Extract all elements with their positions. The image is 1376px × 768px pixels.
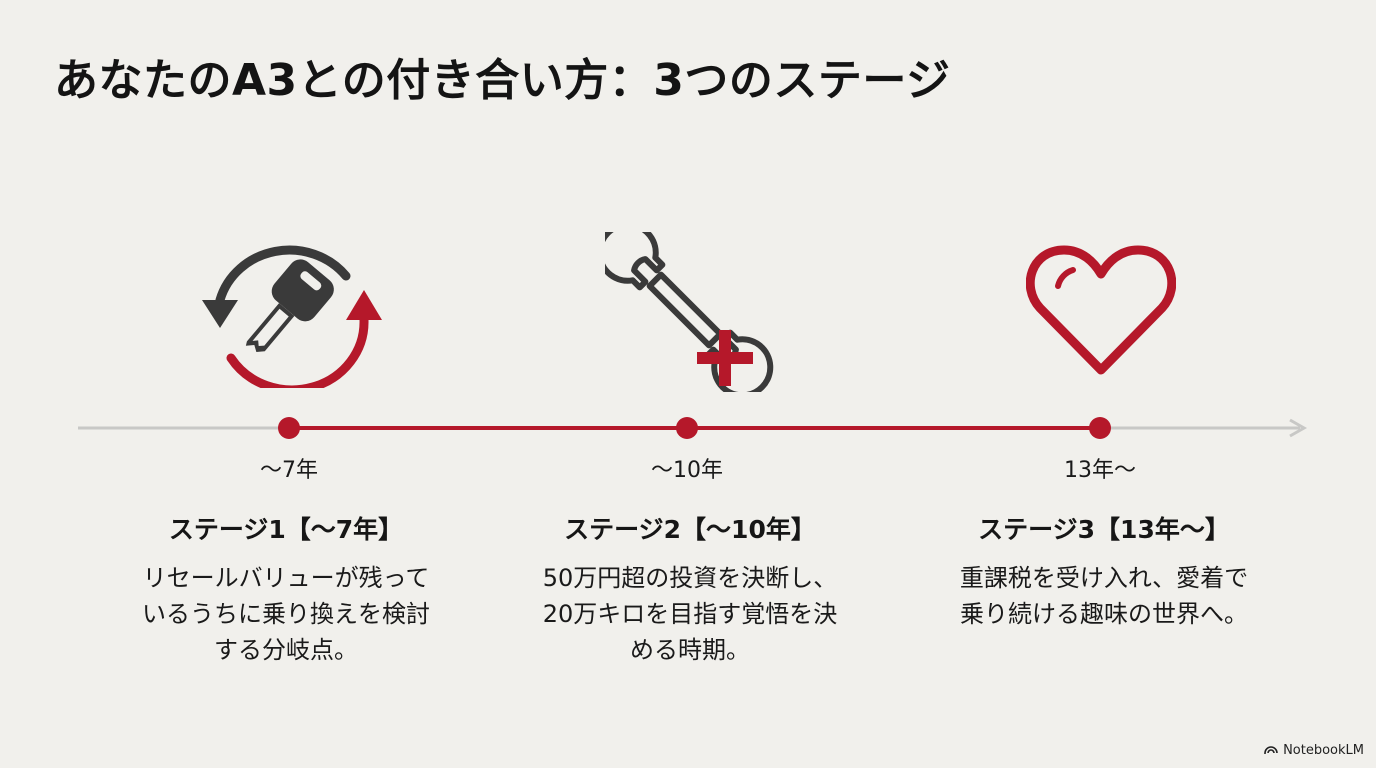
heart-icon (1026, 242, 1176, 378)
timeline-dot-3 (1089, 417, 1111, 439)
notebooklm-logo-icon (1264, 743, 1278, 758)
stage-1-description: リセールバリューが残っているうちに乗り換えを検討する分岐点。 (142, 564, 430, 664)
marker-label-1: ～7年 (260, 458, 318, 483)
stage-2: ステージ2【～10年】 50万円超の投資を決断し、20万キロを目指す覚悟を決める… (520, 510, 860, 668)
stage-3: ステージ3【13年～】 重課税を受け入れ、愛着で乗り続ける趣味の世界へ。 (934, 510, 1274, 632)
stage-3-title: ステージ3【13年～】 (978, 515, 1230, 544)
key-exchange-icon (196, 228, 386, 388)
stage-1-title: ステージ1【～7年】 (168, 515, 404, 544)
wrench-plus-icon (605, 232, 775, 392)
timeline-dot-2 (676, 417, 698, 439)
brand-label: NotebookLM (1283, 743, 1364, 758)
stage-3-description: 重課税を受け入れ、愛着で乗り続ける趣味の世界へ。 (959, 564, 1249, 628)
timeline-dot-1 (278, 417, 300, 439)
page-title: あなたのA3との付き合い方：3つのステージ (54, 55, 951, 106)
stage-2-description: 50万円超の投資を決断し、20万キロを目指す覚悟を決める時期。 (542, 564, 838, 664)
stage-1: ステージ1【～7年】 リセールバリューが残っているうちに乗り換えを検討する分岐点… (116, 510, 456, 668)
stage-2-title: ステージ2【～10年】 (564, 515, 816, 544)
marker-label-2: ～10年 (651, 458, 723, 483)
brand-watermark: NotebookLM (1264, 743, 1364, 758)
marker-label-3: 13年～ (1064, 458, 1136, 483)
